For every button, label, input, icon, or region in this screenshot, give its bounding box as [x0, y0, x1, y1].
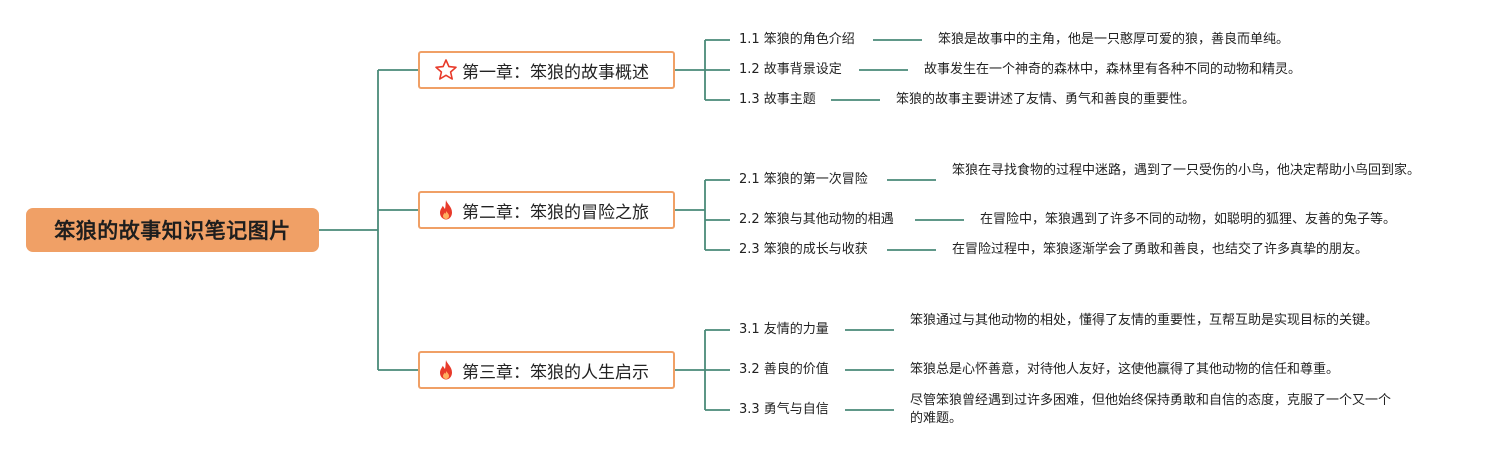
fire-icon: [434, 358, 458, 382]
section-2-3-label[interactable]: 2.3 笨狼的成长与收获: [739, 242, 868, 257]
star-icon: [434, 58, 458, 82]
section-1-2-text: 故事发生在一个神奇的森林中，森林里有各种不同的动物和精灵。: [924, 62, 1302, 77]
chapter-3-node[interactable]: 第三章：笨狼的人生启示: [418, 351, 675, 389]
root-title: 笨狼的故事知识笔记图片: [54, 219, 291, 243]
section-3-2-text: 笨狼总是心怀善意，对待他人友好，这使他赢得了其他动物的信任和尊重。: [910, 362, 1340, 377]
section-1-3-label[interactable]: 1.3 故事主题: [739, 92, 816, 107]
root-node[interactable]: 笨狼的故事知识笔记图片: [26, 208, 319, 252]
section-3-1-label[interactable]: 3.1 友情的力量: [739, 322, 829, 337]
section-1-3-text: 笨狼的故事主要讲述了友情、勇气和善良的重要性。: [896, 92, 1196, 107]
section-3-1-text: 笨狼通过与其他动物的相处，懂得了友情的重要性，互帮互助是实现目标的关键。: [910, 313, 1379, 328]
section-3-3-text: 尽管笨狼曾经遇到过许多困难，但他始终保持勇敢和自信的态度，克服了一个又一个的难题…: [910, 393, 1392, 426]
fire-icon: [434, 198, 458, 222]
section-3-3-label[interactable]: 3.3 勇气与自信: [739, 402, 829, 417]
chapter-2-title: 第二章：笨狼的冒险之旅: [462, 202, 649, 223]
section-2-2-label[interactable]: 2.2 笨狼与其他动物的相遇: [739, 212, 894, 227]
section-1-1-label[interactable]: 1.1 笨狼的角色介绍: [739, 32, 855, 47]
section-2-1-label[interactable]: 2.1 笨狼的第一次冒险: [739, 172, 868, 187]
section-2-3-text: 在冒险过程中，笨狼逐渐学会了勇敢和善良，也结交了许多真挚的朋友。: [952, 242, 1369, 257]
chapter-2-node[interactable]: 第二章：笨狼的冒险之旅: [418, 191, 675, 229]
section-3-2-label[interactable]: 3.2 善良的价值: [739, 362, 829, 377]
section-2-2-text: 在冒险中，笨狼遇到了许多不同的动物，如聪明的狐狸、友善的兔子等。: [980, 212, 1397, 227]
chapter-1-title: 第一章：笨狼的故事概述: [462, 62, 649, 83]
chapter-3-title: 第三章：笨狼的人生启示: [462, 362, 649, 383]
section-2-1-text: 笨狼在寻找食物的过程中迷路，遇到了一只受伤的小鸟，他决定帮助小鸟回到家。: [952, 163, 1421, 178]
section-1-2-label[interactable]: 1.2 故事背景设定: [739, 62, 842, 77]
connector-lines: [319, 39, 964, 411]
section-1-1-text: 笨狼是故事中的主角，他是一只憨厚可爱的狼，善良而单纯。: [938, 32, 1290, 47]
chapter-1-node[interactable]: 第一章：笨狼的故事概述: [418, 51, 675, 89]
